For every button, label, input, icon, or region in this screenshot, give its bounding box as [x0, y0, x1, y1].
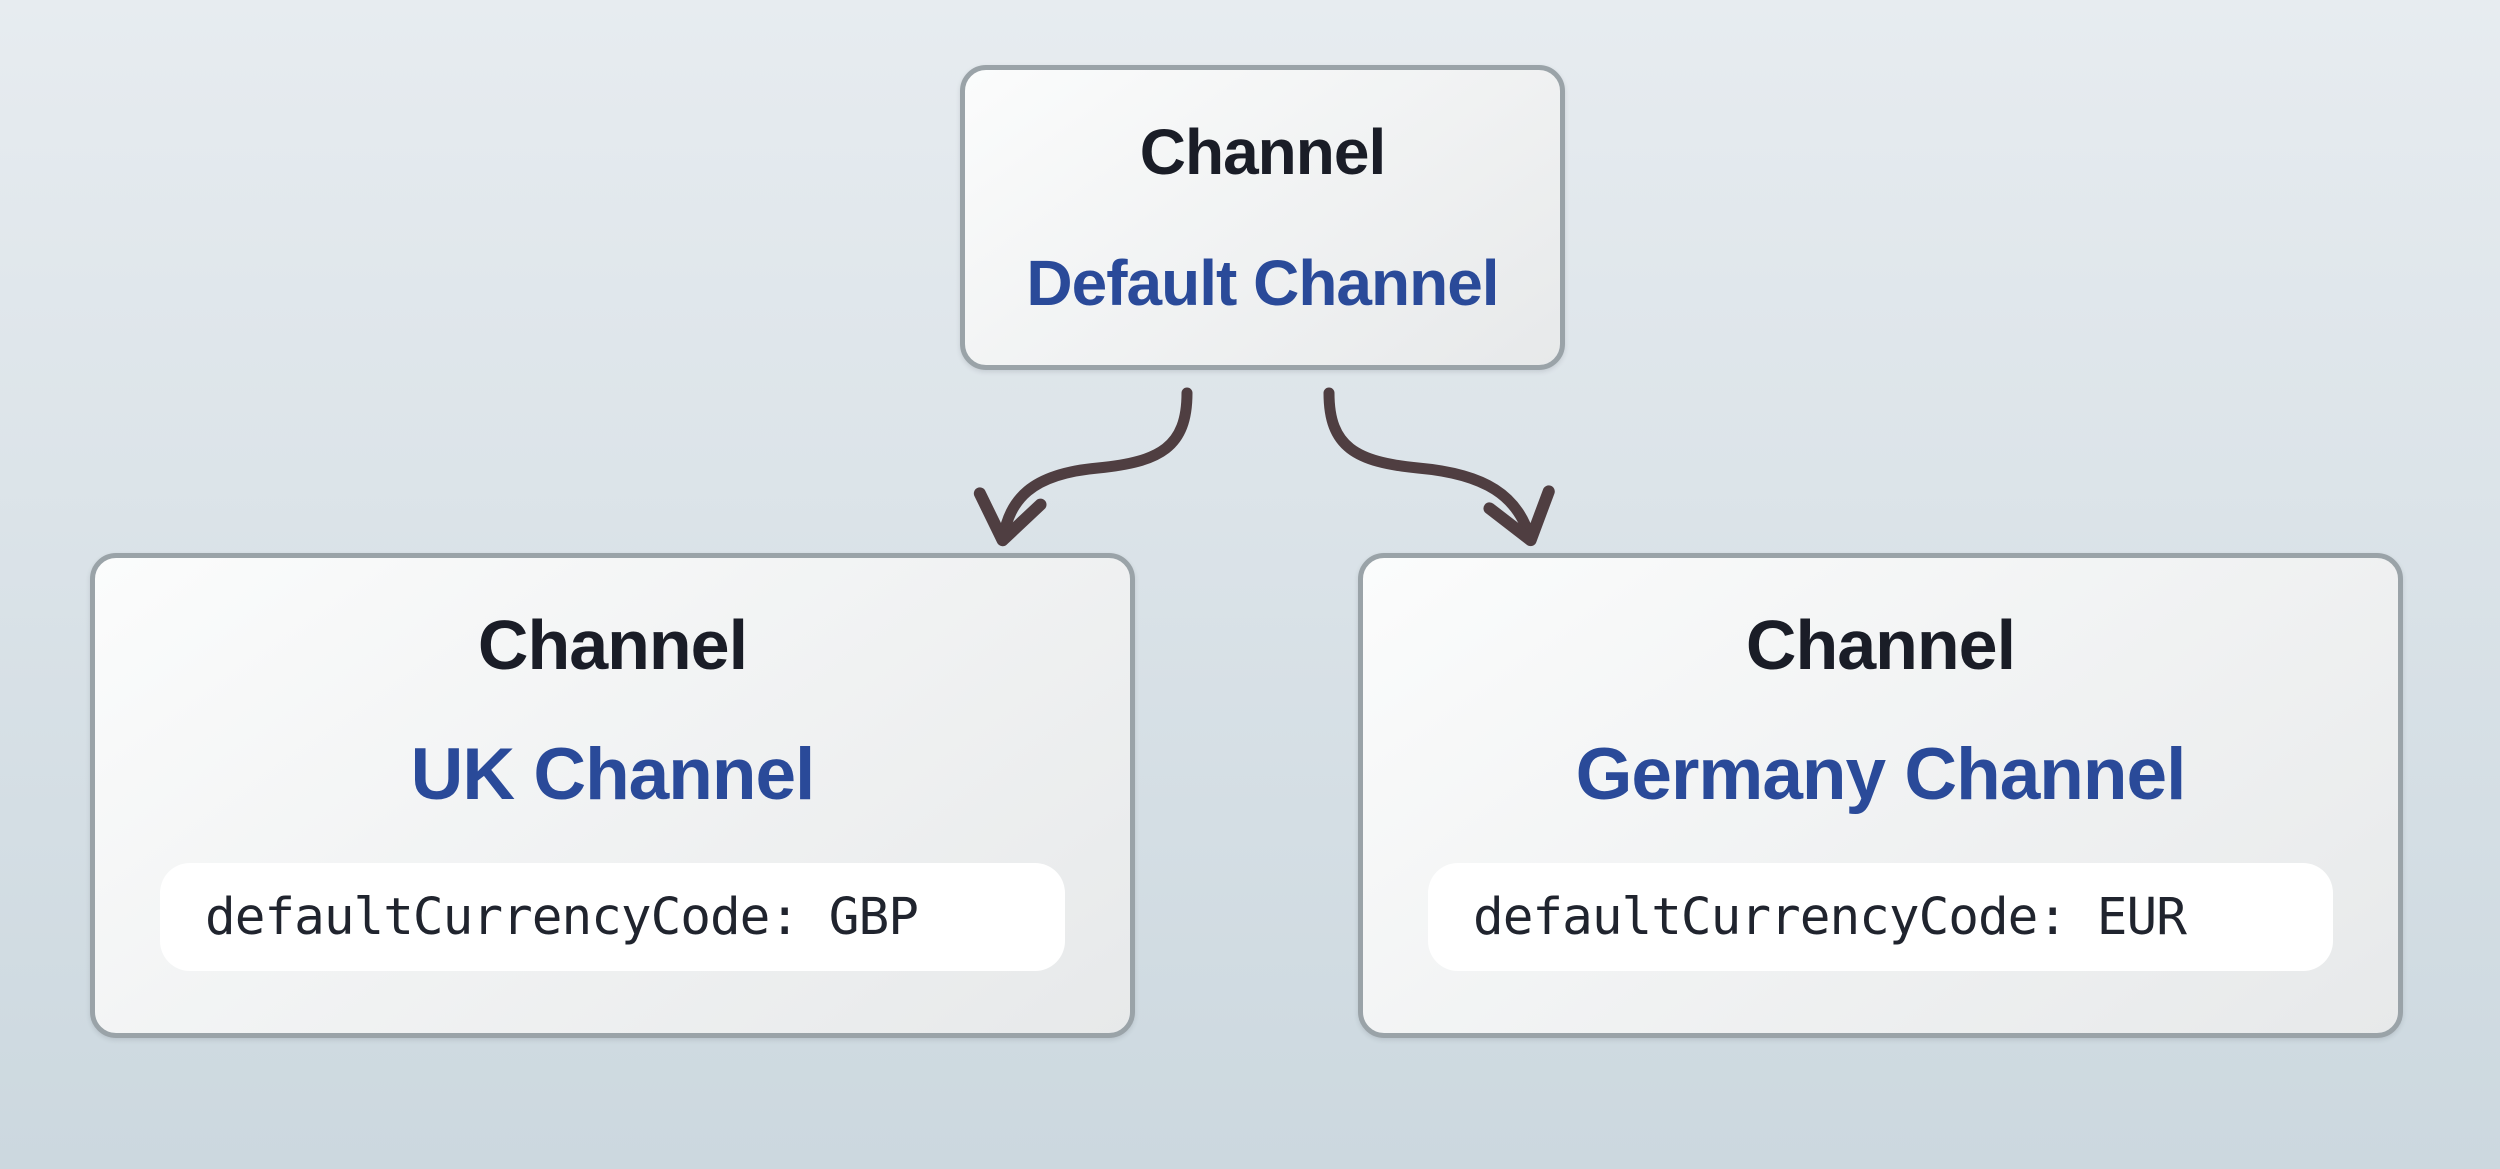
node-name: Germany Channel: [1575, 734, 2187, 815]
node-name: UK Channel: [410, 734, 816, 815]
edge-root-to-germany-channel: [1323, 387, 1555, 547]
attribute-text: defaultCurrencyCode: EUR: [1473, 887, 2187, 947]
node-type-label: Channel: [477, 606, 748, 684]
attribute-text: defaultCurrencyCode: GBP: [205, 887, 919, 947]
node-type-label: Channel: [1745, 606, 2016, 684]
edge-root-to-uk-channel: [973, 387, 1193, 547]
attribute-pill: defaultCurrencyCode: GBP: [160, 863, 1065, 971]
node-germany-channel: Channel Germany Channel defaultCurrencyC…: [1358, 553, 2403, 1038]
node-name: Default Channel: [1026, 247, 1499, 319]
node-type-label: Channel: [1139, 116, 1386, 188]
node-uk-channel: Channel UK Channel defaultCurrencyCode: …: [90, 553, 1135, 1038]
attribute-pill: defaultCurrencyCode: EUR: [1428, 863, 2333, 971]
node-default-channel: Channel Default Channel: [960, 65, 1565, 370]
